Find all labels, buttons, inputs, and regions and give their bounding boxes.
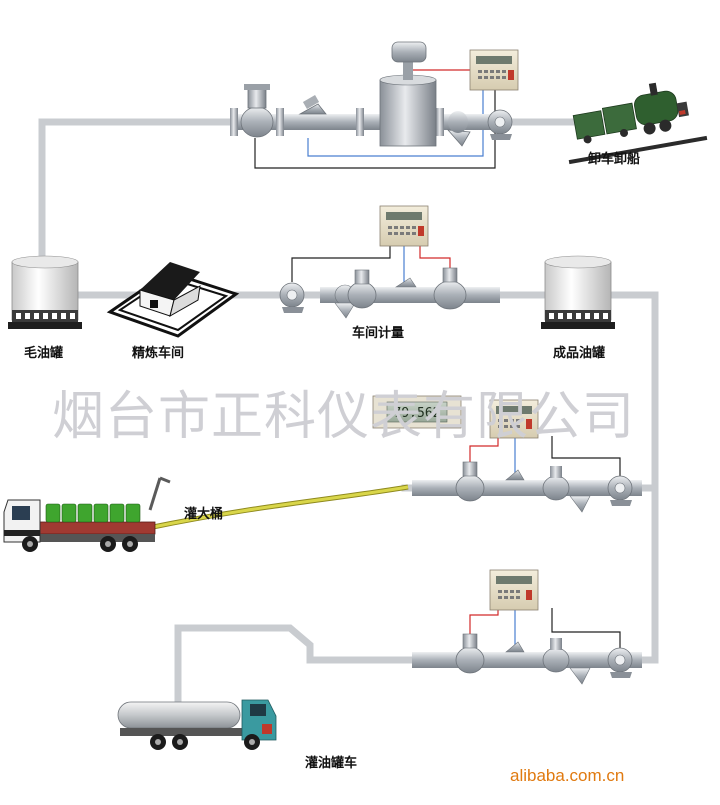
label-refinery: 精炼车间: [132, 346, 185, 361]
strainer: [569, 667, 591, 685]
strainer: [569, 495, 591, 513]
tanker-filling-station: [412, 569, 642, 685]
tanker-truck-icon: [117, 699, 277, 750]
wire-tanker-black: [551, 608, 621, 648]
wire-workshop-black: [291, 240, 391, 282]
control-valve: [455, 633, 485, 674]
train-icon: [568, 82, 708, 165]
flange: [276, 108, 284, 136]
control-valve: [455, 461, 485, 502]
remote-display-reading: 79.562: [394, 406, 441, 421]
company-watermark: 烟台市正科仪表有限公司: [52, 387, 636, 447]
strainer: [298, 95, 327, 115]
filling-nozzle: [148, 477, 162, 511]
drum-flow-totalizer: [489, 399, 539, 439]
pipe-top-line: [38, 118, 604, 262]
drum-truck-icon: [3, 499, 156, 552]
flowmeter: [542, 638, 570, 673]
label-barrel-filling: 灌大桶: [184, 507, 224, 522]
workshop-metering-station: [279, 205, 500, 319]
strainer: [505, 641, 525, 653]
control-valve: [240, 84, 274, 138]
strainer: [447, 111, 471, 147]
strainer: [394, 277, 417, 288]
drum-filling-station: 79.562: [372, 395, 642, 513]
tanker-flow-totalizer: [489, 569, 539, 611]
label-unload: 卸车卸船: [588, 152, 641, 167]
top-metering-station: [230, 41, 519, 147]
flange: [436, 108, 444, 136]
wire-drum-black: [551, 436, 621, 476]
label-tanker-filling: 灌油罐车: [305, 756, 358, 771]
brand-watermark: alibaba.com.cn: [510, 766, 625, 785]
pump: [607, 647, 633, 678]
pipe-tanker-feed: [174, 624, 314, 704]
flowmeter: [433, 267, 467, 310]
flange: [356, 108, 364, 136]
product-oil-tank: [541, 255, 615, 329]
remote-display-panel: 79.562: [372, 395, 462, 429]
mass-flowmeter: [379, 41, 437, 147]
pump: [279, 282, 305, 313]
pump: [607, 475, 633, 506]
label-crude-tank: 毛油罐: [24, 346, 64, 361]
strainer: [505, 469, 525, 481]
pump: [487, 109, 513, 140]
wire-workshop-red: [419, 240, 451, 272]
label-product-tank: 成品油罐: [553, 346, 606, 361]
signal-wires: [254, 58, 621, 648]
workshop-flow-totalizer: [379, 205, 429, 247]
top-flow-totalizer: [469, 49, 519, 91]
wire-drum-red: [469, 436, 499, 470]
label-workshop-metering: 车间计量: [352, 326, 405, 341]
wire-tanker-red: [469, 608, 499, 642]
crude-oil-tank: [8, 255, 82, 329]
refinery-house-icon: [106, 262, 240, 338]
flange: [230, 108, 238, 136]
control-valve: [347, 269, 377, 309]
flowmeter: [542, 466, 570, 501]
oil-drums: [45, 503, 141, 523]
